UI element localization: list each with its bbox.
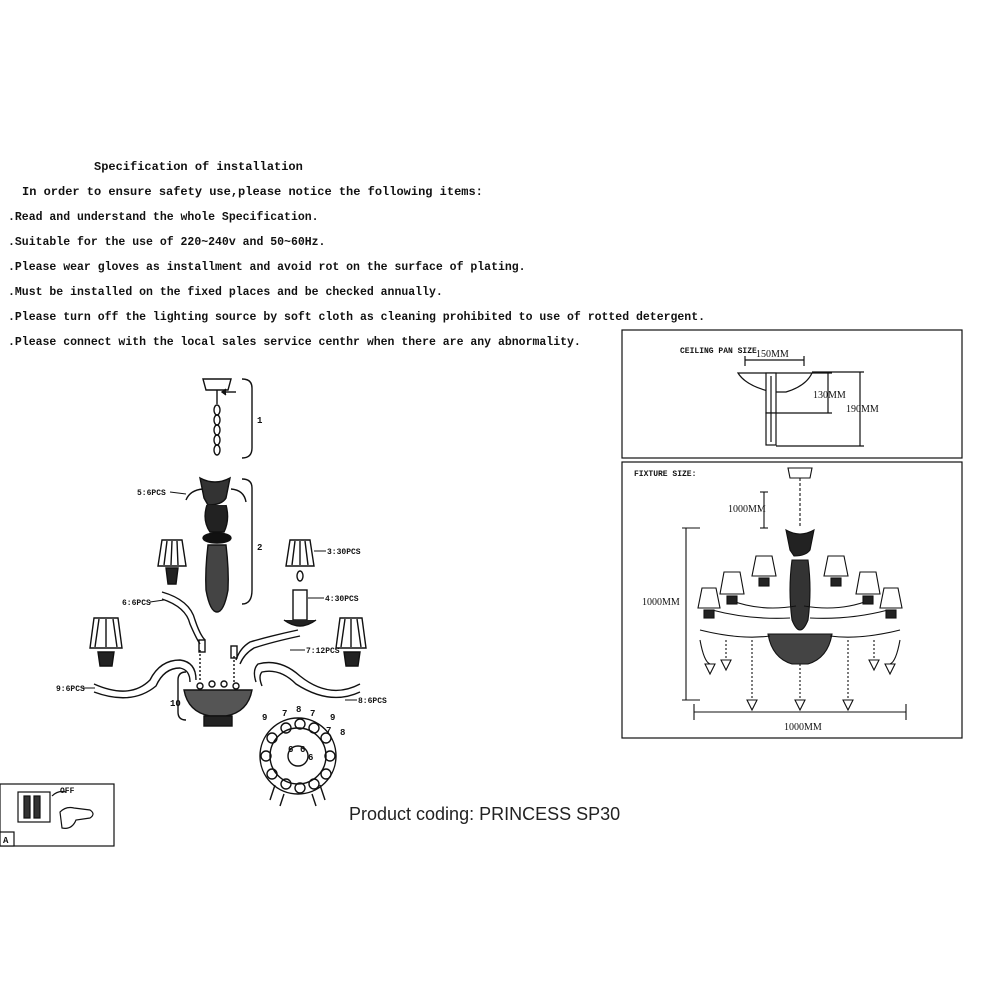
spec-item: .Must be installed on the fixed places a… [8,286,443,299]
ceiling-pan-title: CEILING PAN SIZE [680,347,757,356]
fixture-width: 1000MM [784,722,822,733]
part-callout-3: 3:30PCS [327,548,361,557]
spec-items: .Read and understand the whole Specifica… [8,210,705,360]
fixture-size-box [621,461,963,739]
upper-right-arm [230,539,317,665]
ceiling-pan-height-inner: 130MM [813,390,846,401]
ring-layout-diagram [259,717,337,807]
spec-item: .Please turn off the lighting source by … [8,311,706,324]
ceiling-pan-height-outer: 190MM [846,404,879,415]
part-label-2: 2 [257,543,262,553]
part-label-1: 1 [257,416,263,426]
canopy-chain-part [202,378,253,459]
ceiling-pan-width: 150MM [756,349,789,360]
ring-number: 7 [310,709,315,719]
part-callout-8: 8:6PCS [358,697,387,706]
fixture-chain-length: 1000MM [728,504,766,515]
ring-number: 7 [282,709,287,719]
ceiling-pan-box [621,329,963,459]
exploded-parts-diagram: 1 2 [89,378,367,807]
ring-number: 6 [308,753,313,763]
spec-item: .Read and understand the whole Specifica… [8,211,319,224]
spec-item: .Suitable for the use of 220~240v and 50… [8,236,326,249]
lower-right-arm [253,617,367,699]
part-callout-4: 4:30PCS [325,595,359,604]
spec-title: Specification of installation [94,160,303,174]
central-column-part [185,476,253,613]
product-coding: Product coding: PRINCESS SP30 [349,804,621,824]
panel-corner-label: A [3,836,9,846]
spec-intro: In order to ensure safety use,please not… [22,185,483,199]
bowl-part [177,650,253,727]
ring-number: 8 [296,705,301,715]
ring-number: 7 [326,726,331,736]
lower-left-arm [89,617,197,699]
upper-left-arm [157,539,206,653]
part-callout-7: 7:12PCS [306,647,340,656]
off-label: OFF [60,787,75,796]
ring-number: 6 [300,745,305,755]
ring-number: 9 [262,713,267,723]
fixture-height: 1000MM [642,597,680,608]
ring-number: 8 [340,728,345,738]
spec-item: .Please connect with the local sales ser… [8,336,581,349]
spec-item: .Please wear gloves as installment and a… [8,261,526,274]
ring-number: 6 [288,745,293,755]
part-label-10: 10 [170,699,181,709]
part-callout-6: 6:6PCS [122,599,151,608]
part-callout-9: 9:6PCS [56,685,85,694]
fixture-size-title: FIXTURE SIZE: [634,470,696,479]
part-callout-5: 5:6PCS [137,489,166,498]
power-off-panel [0,783,115,847]
ring-number: 9 [330,713,335,723]
